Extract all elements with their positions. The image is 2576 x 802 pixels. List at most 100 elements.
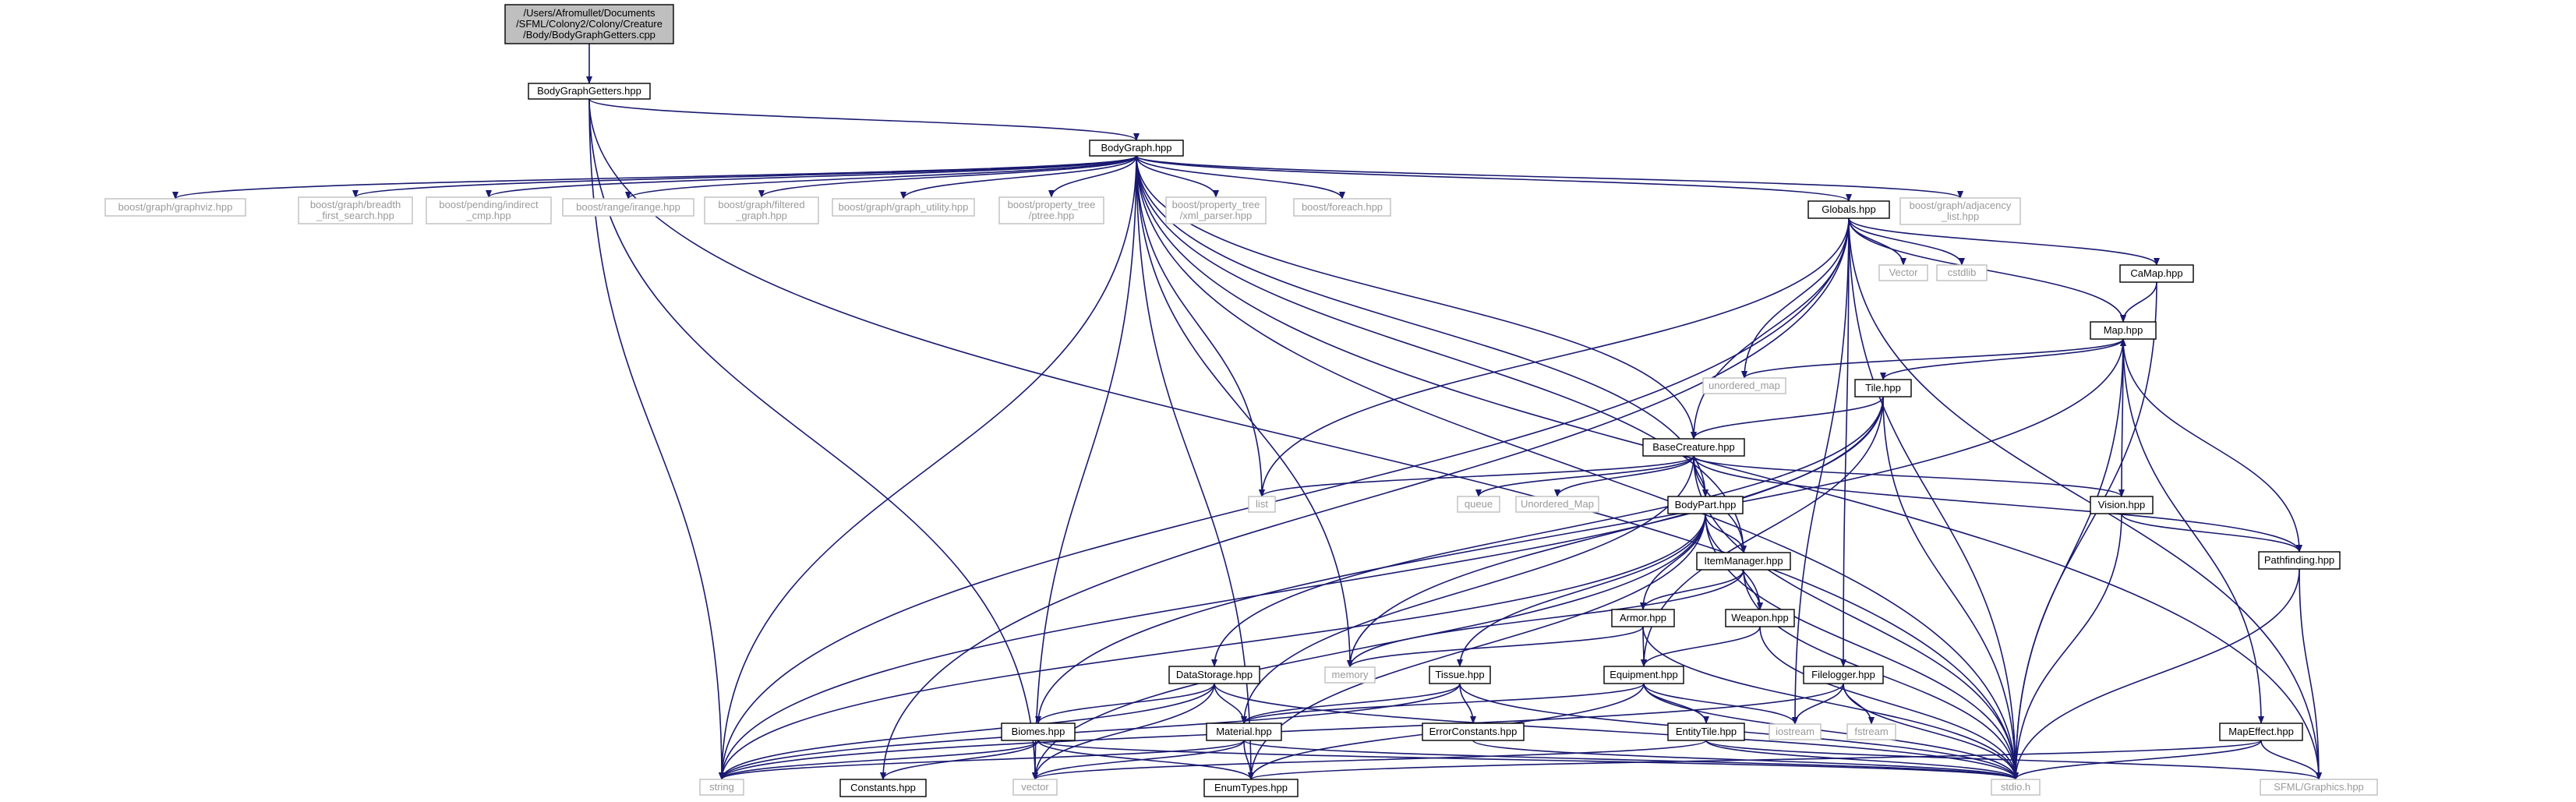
node-box	[1429, 666, 1491, 684]
node-label-line: BodyGraphGetters.hpp	[537, 85, 641, 97]
edge-equipment-to-entitytile	[1643, 683, 1709, 724]
node-label-line: _first_search.hpp	[316, 210, 394, 221]
node-filelogger[interactable]: Filelogger.hpp	[1803, 666, 1884, 684]
edge-tile-to-string	[719, 396, 1884, 780]
edge-pathfinding-to-sfmlgraphics	[2299, 568, 2322, 780]
node-camap[interactable]: CaMap.hpp	[2119, 264, 2194, 283]
node-tissue[interactable]: Tissue.hpp	[1429, 666, 1491, 684]
node-mapeffect[interactable]: MapEffect.hpp	[2219, 723, 2303, 741]
edge-bodypart-to-string	[719, 513, 1706, 780]
node-box	[1936, 264, 1988, 281]
node-memory: memory	[1324, 666, 1376, 684]
edge-pathfinding-to-map	[2120, 338, 2300, 553]
node-box	[1515, 496, 1599, 513]
node-entitytile[interactable]: EntityTile.hpp	[1667, 723, 1745, 741]
edge-tissue-to-material	[1241, 683, 1461, 724]
node-irange: boost/range/irange.hpp	[562, 198, 694, 217]
node-tile[interactable]: Tile.hpp	[1854, 379, 1912, 397]
edge-bodygraph-to-foreach	[1136, 155, 1345, 200]
node-pathfinding[interactable]: Pathfinding.hpp	[2258, 551, 2341, 570]
edge-globals-to-iostream	[1792, 217, 1850, 725]
edge-equipment-to-material	[1241, 683, 1645, 724]
node-label-line: MapEffect.hpp	[2228, 726, 2294, 737]
edge-bodygraph-to-indirect	[486, 155, 1137, 198]
edge-map-to-biomes	[1035, 338, 2124, 724]
node-errorconstants[interactable]: ErrorConstants.hpp	[1422, 723, 1525, 741]
node-vector-cap: Vector	[1878, 264, 1928, 281]
edge-globals-to-cstdlib	[1848, 217, 1965, 266]
edge-vision-to-pathfinding	[2121, 513, 2302, 553]
node-armor[interactable]: Armor.hpp	[1611, 609, 1675, 627]
edge-bodygraph-to-irange	[625, 155, 1137, 200]
edge-vision-to-map	[2119, 338, 2126, 497]
edge-bodypart-to-vector	[1032, 513, 1706, 780]
edge-map-to-unordered_map	[1741, 338, 2124, 379]
node-sfmlgraphics: SFML/Graphics.hpp	[2260, 779, 2378, 796]
node-weapon[interactable]: Weapon.hpp	[1725, 609, 1795, 627]
node-root[interactable]: /Users/Afromullet/Documents/SFML/Colony2…	[504, 4, 674, 44]
node-label-line: Pathfinding.hpp	[2264, 554, 2334, 566]
edge-mapeffect-to-stdio	[2012, 740, 2262, 780]
edge-map-to-stdio	[2012, 338, 2124, 780]
node-box	[504, 4, 674, 44]
node-fstream: fstream	[1846, 723, 1896, 740]
node-map[interactable]: Map.hpp	[2090, 321, 2157, 340]
node-box	[832, 198, 975, 217]
node-box	[1642, 438, 1745, 457]
node-label-line: Biomes.hpp	[1012, 726, 1065, 737]
node-enumtypes[interactable]: EnumTypes.hpp	[1203, 779, 1299, 797]
node-label-line: ItemManager.hpp	[1704, 555, 1783, 567]
node-itemmanager[interactable]: ItemManager.hpp	[1696, 552, 1791, 571]
edge-tile-to-basecreature	[1691, 396, 1884, 440]
edge-bodygraph-to-stdio	[1136, 155, 2019, 780]
node-label-line: string	[709, 781, 734, 793]
node-datastorage[interactable]: DataStorage.hpp	[1168, 666, 1260, 684]
node-constants[interactable]: Constants.hpp	[839, 779, 927, 797]
node-label-line: Vision.hpp	[2098, 499, 2145, 511]
node-label-line: boost/graph/graphviz.hpp	[118, 201, 233, 213]
node-equipment[interactable]: Equipment.hpp	[1603, 666, 1684, 684]
node-label-line: _list.hpp	[1941, 210, 1979, 222]
node-box	[1611, 609, 1675, 627]
node-label-line: /Users/Afromullet/Documents	[523, 7, 655, 19]
edge-bgg-to-bodygraph	[588, 98, 1140, 141]
node-label-line: Filelogger.hpp	[1811, 669, 1875, 680]
node-basecreature[interactable]: BaseCreature.hpp	[1642, 438, 1745, 457]
edge-bodygraph-to-graphviz	[172, 155, 1137, 200]
node-unordered-map-cap: Unordered_Map	[1515, 496, 1599, 513]
node-box	[704, 196, 819, 224]
node-label-line: boost/range/irange.hpp	[576, 201, 680, 213]
node-box	[1324, 666, 1376, 684]
node-bgg[interactable]: BodyGraphGetters.hpp	[528, 83, 651, 100]
node-label-line: /SFML/Colony2/Colony/Creature	[516, 18, 663, 30]
node-label-line: stdio.h	[2001, 781, 2030, 793]
node-label-line: CaMap.hpp	[2130, 267, 2182, 279]
node-label-line: unordered_map	[1708, 380, 1780, 391]
edge-bgg-to-vector	[588, 98, 1038, 780]
node-label-line: Constants.hpp	[850, 782, 916, 793]
node-bodypart[interactable]: BodyPart.hpp	[1667, 496, 1744, 514]
node-label-line: boost/graph/graph_utility.hpp	[839, 201, 969, 213]
node-box	[1667, 723, 1745, 741]
edge-biomes-to-enumtypes	[1037, 740, 1254, 780]
edge-tile-to-datastorage	[1211, 396, 1884, 667]
node-box	[1089, 140, 1184, 157]
edge-bodypart-to-tissue	[1457, 513, 1706, 667]
node-label-line: boost/graph/filtered	[718, 199, 804, 210]
node-biomes[interactable]: Biomes.hpp	[1001, 723, 1076, 741]
node-box	[2090, 496, 2154, 514]
node-vision[interactable]: Vision.hpp	[2090, 496, 2154, 514]
node-globals[interactable]: Globals.hpp	[1807, 200, 1890, 219]
node-label-line: DataStorage.hpp	[1176, 669, 1253, 680]
node-box	[1991, 779, 2041, 796]
node-box	[562, 198, 694, 217]
node-label-line: Tissue.hpp	[1435, 669, 1484, 680]
node-bodygraph[interactable]: BodyGraph.hpp	[1089, 140, 1184, 157]
node-box	[1012, 779, 1058, 796]
node-bfs: boost/graph/breadth_first_search.hpp	[298, 196, 413, 224]
edge-basecreature-to-pathfinding	[1693, 455, 2302, 553]
edge-filelogger-to-stdio	[1843, 683, 2019, 780]
edge-bodygraph-to-gutility	[900, 155, 1137, 200]
node-material[interactable]: Material.hpp	[1206, 723, 1282, 741]
